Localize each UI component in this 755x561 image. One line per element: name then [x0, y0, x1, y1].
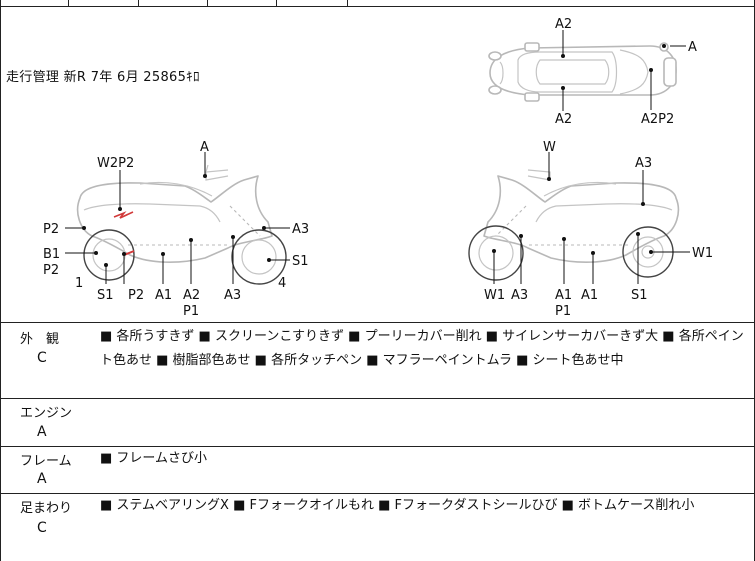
- top-row-divider-4: [276, 0, 277, 6]
- right-p1-bottom-label: P1: [555, 304, 571, 319]
- left-s1-bottom-label: S1: [97, 288, 114, 303]
- top-row-divider-2: [138, 0, 139, 6]
- frame-bottom-border: [0, 493, 755, 494]
- mileage-record: 走行管理 新R 7年 6月 25865ｷﾛ: [6, 70, 200, 85]
- suspension-notes: ■ ステムベアリングX ■ Fフォークオイルもれ ■ Fフォークダストシールひび…: [100, 498, 695, 513]
- left-number-1: 1: [75, 276, 83, 291]
- right-a1-bottom-label-a: A1: [555, 288, 572, 303]
- exterior-bottom-border: [0, 398, 755, 399]
- left-p1-bottom-label: P1: [183, 304, 199, 319]
- left-a3-bottom-label: A3: [224, 288, 241, 303]
- left-a3-right-label: A3: [292, 222, 309, 237]
- left-p2-side-label: P2: [43, 222, 59, 237]
- left-side-scooter: [76, 164, 287, 285]
- top-a-right-label: A: [688, 40, 697, 55]
- left-p2-lower-label: P2: [43, 263, 59, 278]
- engine-grade: A: [37, 424, 47, 440]
- right-w1-side-label: W1: [692, 246, 713, 261]
- left-s1-right-label: S1: [292, 254, 309, 269]
- right-s1-bottom-label: S1: [631, 288, 648, 303]
- suspension-grade: C: [37, 520, 47, 536]
- left-a1-bottom-label: A1: [155, 288, 172, 303]
- right-a3-top-label: A3: [635, 156, 652, 171]
- right-side-markers: [492, 152, 690, 284]
- left-side-markers: [65, 152, 290, 284]
- suspension-section-name: 足まわり: [20, 501, 73, 516]
- frame-grade: A: [37, 471, 47, 487]
- top-row-divider-5: [347, 0, 348, 6]
- top-row-bottom-border: [0, 6, 755, 7]
- right-side-scooter: [468, 169, 680, 281]
- top-row-divider-1: [68, 0, 69, 6]
- right-w-top-label: W: [543, 140, 556, 155]
- left-a2-bottom-label: A2: [183, 288, 200, 303]
- engine-bottom-border: [0, 446, 755, 447]
- left-number-4: 4: [278, 276, 286, 291]
- exterior-notes: ■ 各所うすきず ■ スクリーンこすりきず ■ プーリーカバー削れ ■ サイレン…: [100, 329, 744, 368]
- frame-section-name: フレーム: [20, 454, 72, 469]
- top-a2-front-label: A2: [555, 17, 572, 32]
- left-p2-bottom-label: P2: [128, 288, 144, 303]
- top-view-scooter: [488, 42, 677, 102]
- left-border: [0, 0, 1, 561]
- top-a2-lower-label: A2: [555, 112, 572, 127]
- left-b1-label: B1: [43, 247, 60, 262]
- right-a3-bottom-label: A3: [511, 288, 528, 303]
- right-w1-bottom-label: W1: [484, 288, 505, 303]
- left-w2p2-label: W2P2: [97, 156, 134, 171]
- exterior-section-name: 外 観: [20, 332, 60, 347]
- damage-diagram: A2 A A2 A2P2: [43, 17, 713, 319]
- top-view-markers: [561, 30, 686, 111]
- exterior-grade: C: [37, 350, 47, 366]
- frame-notes: ■ フレームさび小: [100, 451, 208, 466]
- left-a-top-label: A: [200, 140, 209, 155]
- engine-section-name: エンジン: [20, 406, 73, 421]
- diagram-bottom-border: [0, 322, 755, 323]
- top-row-divider-3: [207, 0, 208, 6]
- top-a2p2-label: A2P2: [641, 112, 674, 127]
- right-a1-bottom-label-b: A1: [581, 288, 598, 303]
